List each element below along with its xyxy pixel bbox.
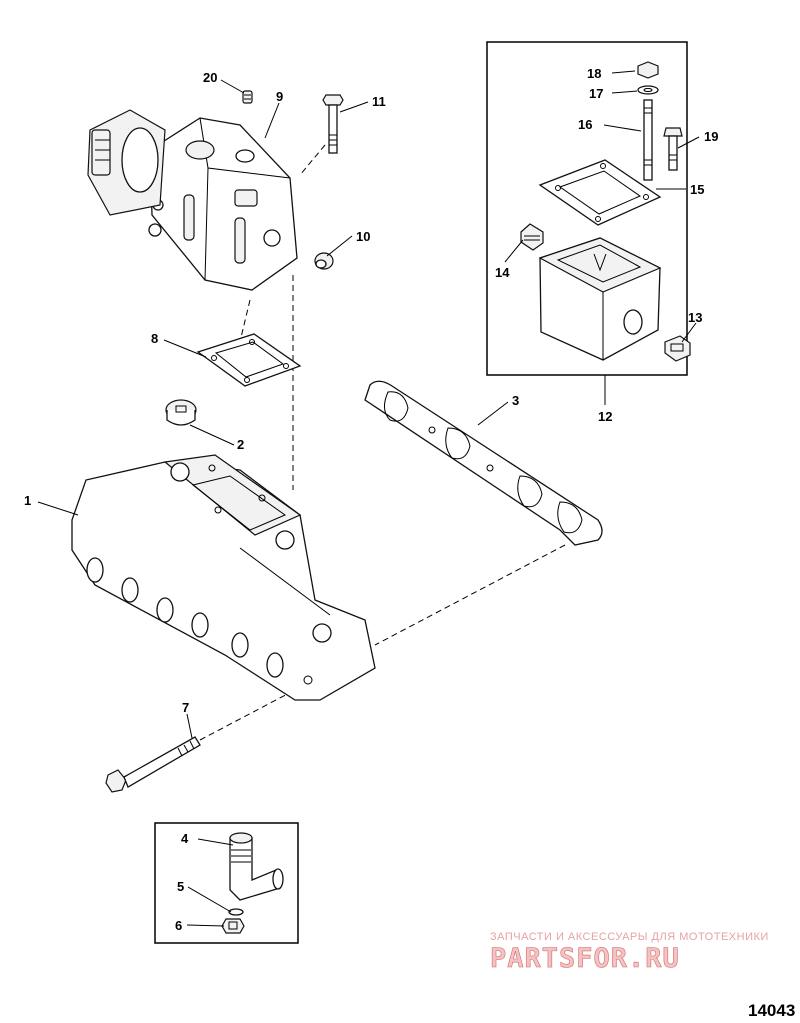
callout-labels: 1 2 3 4 5 6 7 8 9 10 11 12 13 14 15 16 1… — [24, 66, 718, 933]
watermark-tagline: ЗАПЧАСТИ И АКСЕССУАРЫ ДЛЯ МОТОТЕХНИКИ — [490, 931, 769, 943]
callout-4: 4 — [181, 831, 189, 846]
callout-16: 16 — [578, 117, 592, 132]
elbow-plug-part — [314, 252, 334, 270]
elbow-bolt-part — [322, 94, 344, 154]
callout-18: 18 — [587, 66, 601, 81]
callout-20: 20 — [203, 70, 217, 85]
callout-7: 7 — [182, 700, 189, 715]
callout-12: 12 — [598, 409, 612, 424]
manifold-plug-part — [165, 399, 197, 426]
callout-8: 8 — [151, 331, 158, 346]
riser-stud-part — [643, 99, 653, 181]
callout-6: 6 — [175, 918, 182, 933]
set-screw-part — [242, 90, 253, 104]
callout-19: 19 — [704, 129, 718, 144]
figure-number: 14043 — [748, 1001, 795, 1020]
riser-fitting-part — [520, 223, 544, 251]
riser-washer-part — [637, 85, 659, 95]
riser-bolt-part — [663, 127, 683, 171]
inset-box-fitting-kit — [154, 822, 299, 944]
callout-17: 17 — [589, 86, 603, 101]
callout-15: 15 — [690, 182, 704, 197]
callout-11: 11 — [372, 94, 386, 109]
watermark: ЗАПЧАСТИ И АКСЕССУАРЫ ДЛЯ МОТОТЕХНИКИ PA… — [490, 931, 769, 974]
inset-box-riser-kit — [486, 41, 688, 376]
hose-fitting-part — [229, 832, 284, 901]
callout-1: 1 — [24, 493, 31, 508]
exhaust-elbow-part — [87, 109, 298, 291]
riser-plug-part — [664, 335, 691, 362]
watermark-brand: PARTSFOR.RU — [490, 943, 680, 974]
drain-plug-part — [221, 918, 245, 934]
o-ring-part — [228, 908, 244, 916]
riser-block-part — [538, 237, 662, 361]
exhaust-manifold-part — [71, 454, 376, 701]
manifold-gasket-part — [364, 380, 603, 546]
callout-3: 3 — [512, 393, 519, 408]
riser-nut-part — [637, 61, 659, 79]
callout-10: 10 — [356, 229, 370, 244]
manifold-bolt-part — [105, 736, 201, 793]
callout-13: 13 — [688, 310, 702, 325]
callout-5: 5 — [177, 879, 184, 894]
riser-gasket-part — [538, 159, 662, 226]
leader-lines — [37, 70, 700, 927]
callout-14: 14 — [495, 265, 510, 280]
callout-9: 9 — [276, 89, 283, 104]
elbow-gasket-part — [196, 333, 302, 387]
callout-2: 2 — [237, 437, 244, 452]
